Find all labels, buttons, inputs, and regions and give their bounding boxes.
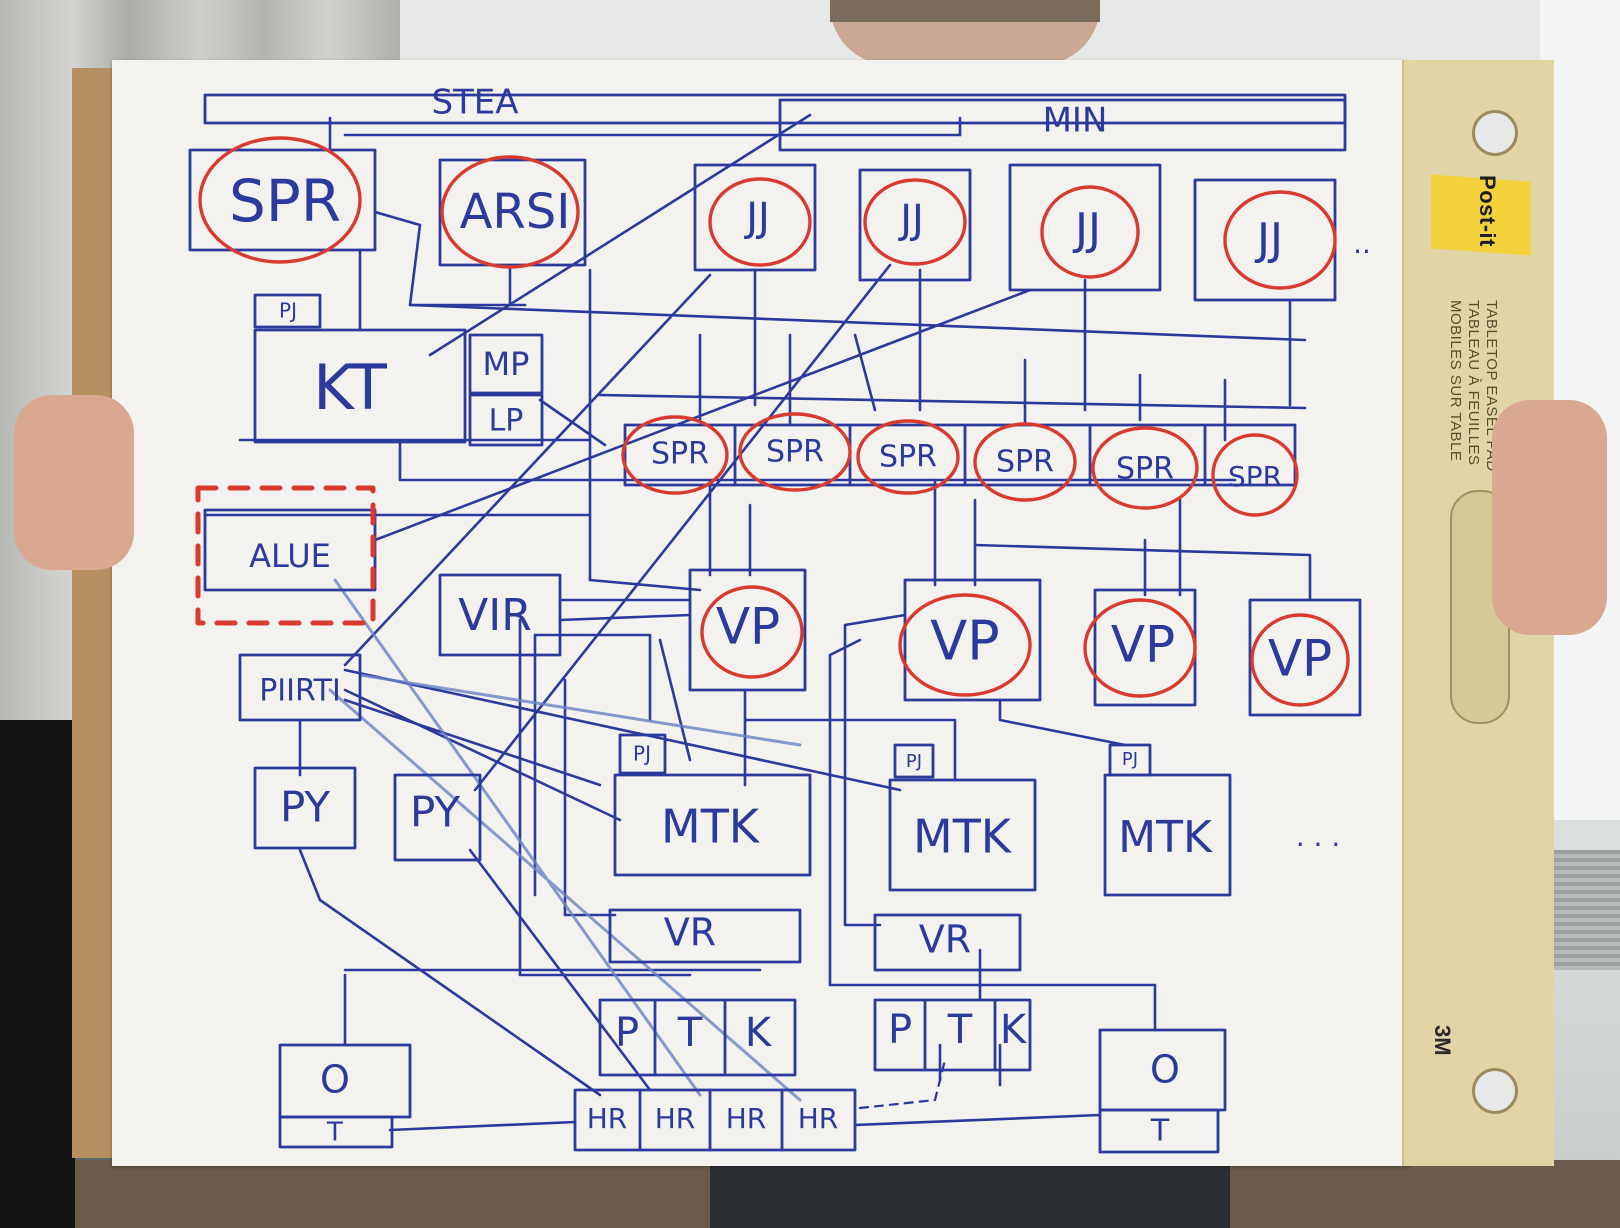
person-left [0,720,75,1228]
label-spr-6: SPR [1228,460,1282,493]
label-pj-mtk-3: PJ [1122,749,1138,770]
label-hr-4: HR [798,1102,839,1135]
label-ptk1-p: P [615,1010,639,1056]
label-mtk-2: MTK [913,810,1013,864]
label-mtk-ellipsis: . . . [1296,820,1341,853]
label-stea: STEA [431,83,518,123]
label-mp: MP [483,345,530,383]
label-hr-1: HR [587,1102,628,1135]
label-vp-3: VP [1111,616,1175,674]
label-jj-1: JJ [743,195,770,241]
label-pj-mtk-1: PJ [633,742,651,766]
label-pj-kt: PJ [279,299,297,323]
label-spr-5: SPR [1116,452,1174,487]
label-py-1: PY [280,783,330,832]
label-lp: LP [489,404,524,439]
label-jj-4: JJ [1254,214,1283,265]
label-ptk2-p: P [888,1007,912,1053]
label-ptk2-t: T [947,1007,973,1053]
label-ptk2-k: K [1000,1007,1028,1053]
label-min: MIN [1043,101,1108,141]
label-ptk1-k: K [745,1010,773,1056]
presenter-hair [830,0,1100,22]
label-jj-2: JJ [897,197,924,243]
label-t-left: T [326,1118,343,1148]
label-o-right: O [1150,1048,1180,1092]
label-hr-3: HR [726,1102,767,1135]
label-hr-2: HR [655,1102,696,1135]
pad-hole-top [1472,110,1518,156]
label-py-2: PY [410,788,460,837]
label-jj-3: JJ [1072,204,1101,255]
label-t-right: T [1150,1114,1170,1149]
label-vp-1: VP [716,598,780,656]
dashed-connector [858,1058,947,1110]
label-vr-1: VR [664,911,716,955]
label-pj-mtk-2: PJ [906,751,922,772]
node-labels: STEA MIN SPR ARSI JJ JJ JJ JJ .. PJ KT M… [229,83,1371,1149]
label-ptk1-t: T [677,1010,703,1056]
label-mtk-1: MTK [661,800,761,854]
label-kt: KT [313,351,388,424]
label-vp-2: VP [930,610,1000,673]
label-spr-top: SPR [229,167,341,235]
left-hand [14,395,134,570]
label-arsi: ARSI [460,184,571,240]
label-vp-4: VP [1268,630,1332,688]
red-circles [198,136,1350,707]
connector-lines [203,113,1312,1132]
label-vr-2: VR [919,918,971,962]
label-spr-1: SPR [651,437,709,472]
label-o-left: O [320,1058,350,1102]
label-mtk-3: MTK [1118,812,1213,863]
presenter-shirt [710,1165,1230,1228]
label-spr-4: SPR [996,445,1054,480]
label-spr-3: SPR [879,440,937,475]
label-vir: VIR [458,590,532,641]
alue-dashed-frame [195,485,376,626]
right-hand [1492,400,1607,635]
faded-connector-lines [328,578,802,1102]
label-alue: ALUE [249,537,331,575]
label-jj-ellipsis: .. [1353,227,1371,260]
label-piirti: PIIRTI [259,674,341,709]
radiator [1545,850,1620,970]
label-spr-2: SPR [766,435,824,470]
pad-hole-bottom [1472,1068,1518,1114]
